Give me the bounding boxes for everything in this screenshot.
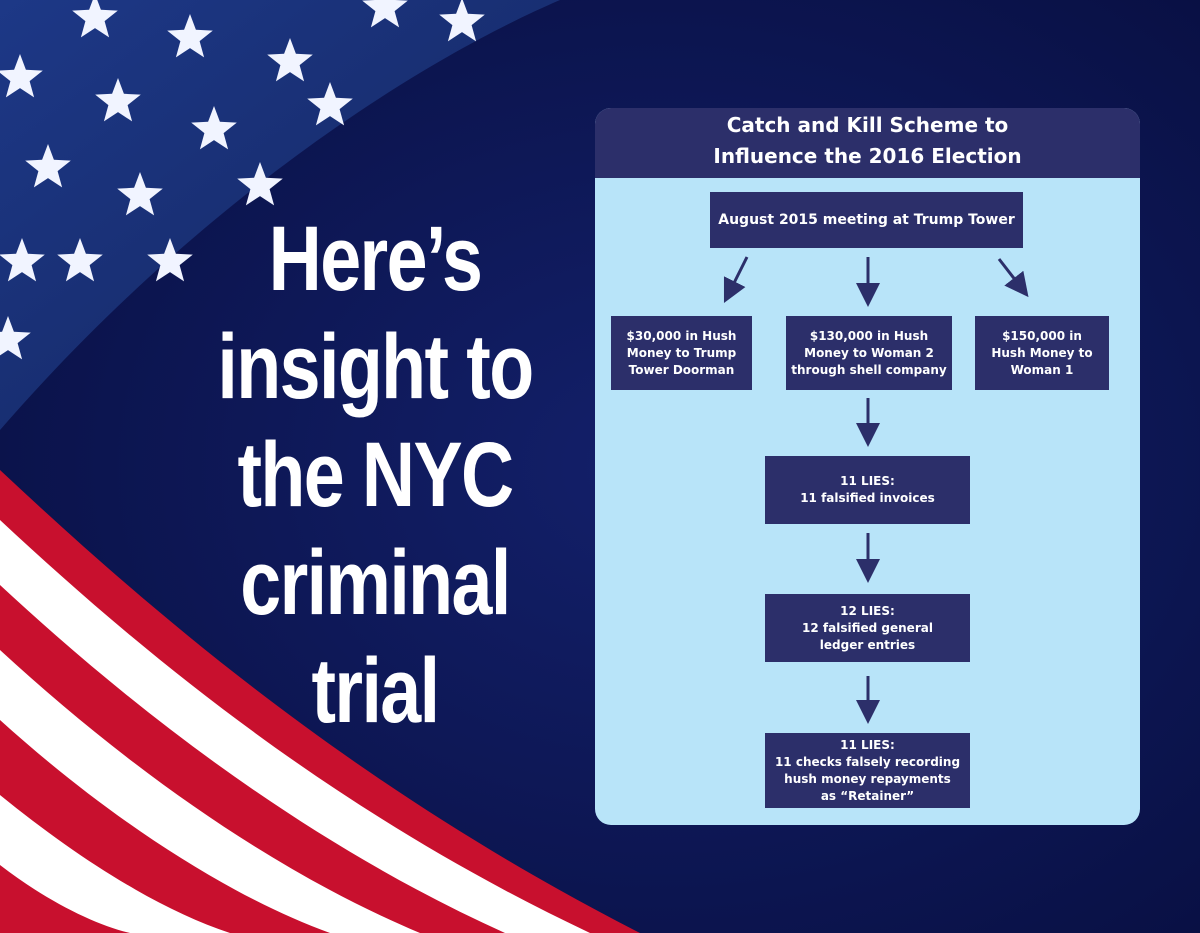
node-label: $150,000 in: [1002, 328, 1082, 343]
headline-line: insight to: [217, 316, 534, 418]
node-falsified-ledger: 12 LIES: 12 falsified general ledger ent…: [765, 594, 970, 662]
headline-line: Here’s: [268, 208, 483, 310]
flag-star: [237, 162, 283, 206]
node-label: Woman 1: [1010, 362, 1074, 377]
node-woman1-payment: $150,000 in Hush Money to Woman 1: [975, 316, 1109, 390]
node-label: Hush Money to: [991, 345, 1093, 360]
node-label: $30,000 in Hush: [626, 328, 737, 343]
flowchart-card: Catch and Kill Scheme to Influence the 2…: [595, 108, 1140, 825]
flag-star: [191, 106, 237, 150]
headline-line: trial: [311, 640, 441, 742]
headline: Here’s insight to the NYC criminal trial: [195, 205, 555, 745]
headline-line: criminal: [240, 532, 511, 634]
node-label: Money to Trump: [626, 345, 737, 360]
flag-star: [25, 144, 71, 188]
node-label: through shell company: [791, 362, 947, 377]
node-label: Money to Woman 2: [804, 345, 934, 360]
flag-star: [0, 54, 43, 98]
node-label: 11 LIES:: [840, 474, 895, 488]
flag-star: [0, 316, 31, 360]
node-label: 11 LIES:: [840, 737, 895, 752]
flag-star: [167, 14, 213, 58]
flag-star: [267, 38, 313, 82]
flag-star: [439, 0, 485, 42]
flag-star: [117, 172, 163, 216]
node-label: August 2015 meeting at Trump Tower: [718, 211, 1015, 228]
flag-star: [72, 0, 118, 38]
flag-star: [147, 238, 193, 282]
node-label: 12 LIES:: [840, 603, 895, 618]
diagram-title-line: Influence the 2016 Election: [713, 144, 1022, 168]
diagram-title: Catch and Kill Scheme to Influence the 2…: [595, 108, 1140, 178]
arrow-to-doorman: [723, 256, 749, 304]
diagram-title-line: Catch and Kill Scheme to: [726, 113, 1009, 137]
node-doorman-payment: $30,000 in Hush Money to Trump Tower Doo…: [611, 316, 752, 390]
node-label: $130,000 in Hush: [809, 328, 929, 343]
flag-star: [57, 238, 103, 282]
node-label: as “Retainer”: [820, 788, 915, 803]
flag-star: [362, 0, 408, 28]
node-label: 11 falsified invoices: [800, 491, 935, 505]
node-woman2-payment: $130,000 in Hush Money to Woman 2 throug…: [786, 316, 952, 390]
node-label: 12 falsified general: [802, 620, 933, 635]
headline-line: the NYC: [237, 424, 514, 526]
node-falsified-checks: 11 LIES: 11 checks falsely recording hus…: [765, 733, 970, 808]
flag-star: [0, 238, 45, 282]
flag-star: [95, 78, 141, 122]
node-label: ledger entries: [819, 637, 916, 652]
node-label: hush money repayments: [784, 771, 951, 786]
node-falsified-invoices: 11 LIES: 11 falsified invoices: [765, 456, 970, 524]
node-label: 11 checks falsely recording: [774, 754, 961, 769]
node-trump-tower-meeting: August 2015 meeting at Trump Tower: [710, 192, 1023, 248]
node-label: Tower Doorman: [628, 362, 735, 377]
arrow-to-woman1: [997, 258, 1029, 298]
flag-star: [307, 82, 353, 126]
